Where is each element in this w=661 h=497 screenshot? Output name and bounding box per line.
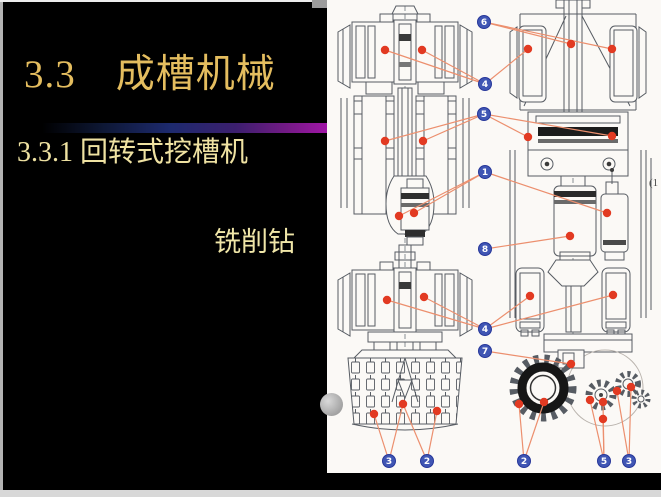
page-title: 3.3 成槽机械 bbox=[24, 53, 276, 96]
part-dot bbox=[514, 399, 524, 409]
number-badge-label: 2 bbox=[521, 457, 527, 467]
leader-line bbox=[422, 113, 485, 142]
number-badge-label: 4 bbox=[482, 80, 488, 90]
leader-line bbox=[484, 48, 529, 85]
leader-line bbox=[484, 295, 531, 330]
part-dot bbox=[602, 208, 612, 218]
figure-caption: 铣削钻 bbox=[214, 227, 295, 257]
right-machine-drawing bbox=[509, 0, 652, 427]
number-badge bbox=[622, 454, 636, 468]
number-badge-label: 1 bbox=[482, 168, 488, 178]
number-badge bbox=[382, 454, 396, 468]
diagram-figure: 6 4 5 1 8 4 7 3 2 2 5 3 (1 bbox=[327, 0, 661, 473]
part-dot bbox=[432, 406, 442, 416]
corner-notch bbox=[312, 0, 330, 8]
leader-line bbox=[483, 113, 529, 138]
number-badge bbox=[517, 454, 531, 468]
part-dot bbox=[523, 44, 533, 54]
leader-line bbox=[423, 296, 486, 330]
top-edge-strip bbox=[0, 0, 312, 2]
leader-line bbox=[589, 399, 605, 462]
number-badge bbox=[477, 107, 491, 121]
number-badge bbox=[420, 454, 434, 468]
number-badge bbox=[478, 242, 492, 256]
leader-line bbox=[628, 386, 632, 462]
number-badge bbox=[477, 15, 491, 29]
leader-line bbox=[402, 403, 428, 462]
leader-line bbox=[388, 403, 404, 462]
part-dot bbox=[608, 290, 618, 300]
leader-line bbox=[398, 171, 486, 217]
leader-line bbox=[384, 113, 485, 142]
part-dot bbox=[598, 414, 608, 424]
leader-line bbox=[484, 294, 614, 330]
milling-drill-diagram: 6 4 5 1 8 4 7 3 2 2 5 3 (1 bbox=[337, 0, 658, 468]
leader-line bbox=[413, 171, 486, 214]
leader-line bbox=[483, 21, 613, 50]
number-badge-label: 4 bbox=[482, 325, 488, 335]
part-dot bbox=[380, 136, 390, 146]
part-dot bbox=[369, 409, 379, 419]
number-badge-label: 5 bbox=[481, 110, 487, 120]
leader-line bbox=[386, 299, 486, 330]
number-badge bbox=[597, 454, 611, 468]
part-dot bbox=[612, 386, 622, 396]
part-dot bbox=[566, 39, 576, 49]
left-machine-drawing bbox=[337, 5, 473, 431]
part-dot bbox=[607, 131, 617, 141]
number-badge-label: 2 bbox=[424, 457, 430, 467]
number-badge-label: 8 bbox=[482, 245, 488, 255]
part-dot bbox=[380, 45, 390, 55]
number-badge-label: 7 bbox=[482, 347, 488, 357]
part-dot bbox=[626, 382, 636, 392]
leader-line bbox=[523, 401, 545, 462]
part-dot bbox=[417, 45, 427, 55]
leader-line bbox=[483, 113, 613, 137]
leader-line bbox=[484, 171, 608, 214]
number-badge-label: 3 bbox=[386, 457, 392, 467]
leader-line bbox=[421, 49, 486, 85]
part-dot bbox=[398, 399, 408, 409]
number-badge bbox=[478, 165, 492, 179]
number-badge-label: 5 bbox=[601, 457, 607, 467]
part-dot bbox=[598, 397, 608, 407]
number-badge bbox=[478, 77, 492, 91]
part-dot bbox=[607, 44, 617, 54]
callout-layer: 6 4 5 1 8 4 7 3 2 2 5 3 bbox=[369, 15, 636, 468]
divider-bar bbox=[42, 123, 327, 133]
bottom-edge-strip bbox=[0, 490, 661, 497]
leader-line bbox=[384, 49, 486, 85]
left-edge-strip bbox=[0, 0, 3, 490]
leader-line bbox=[484, 235, 571, 250]
part-dot bbox=[419, 292, 429, 302]
number-badge-label: 6 bbox=[481, 18, 487, 28]
number-badge-label: 3 bbox=[626, 457, 632, 467]
number-badge bbox=[478, 344, 492, 358]
part-dot bbox=[585, 395, 595, 405]
part-dot bbox=[539, 397, 549, 407]
part-dot bbox=[409, 208, 419, 218]
part-dot bbox=[525, 291, 535, 301]
gray-blob bbox=[320, 393, 343, 416]
part-dot bbox=[565, 231, 575, 241]
leader-line bbox=[484, 350, 572, 365]
leader-line bbox=[373, 413, 390, 462]
machine-drawings bbox=[337, 0, 652, 431]
part-dot bbox=[523, 132, 533, 142]
section-subtitle: 3.3.1 回转式挖槽机 bbox=[17, 137, 249, 168]
number-badge bbox=[478, 322, 492, 336]
leader-line bbox=[518, 403, 525, 462]
clipped-edge-text: (1 bbox=[649, 177, 658, 189]
part-dot bbox=[418, 136, 428, 146]
part-dot bbox=[566, 359, 576, 369]
leader-line bbox=[616, 390, 630, 462]
leader-line bbox=[602, 418, 605, 462]
leader-line bbox=[426, 410, 438, 462]
part-dot bbox=[394, 211, 404, 221]
part-dot bbox=[382, 295, 392, 305]
